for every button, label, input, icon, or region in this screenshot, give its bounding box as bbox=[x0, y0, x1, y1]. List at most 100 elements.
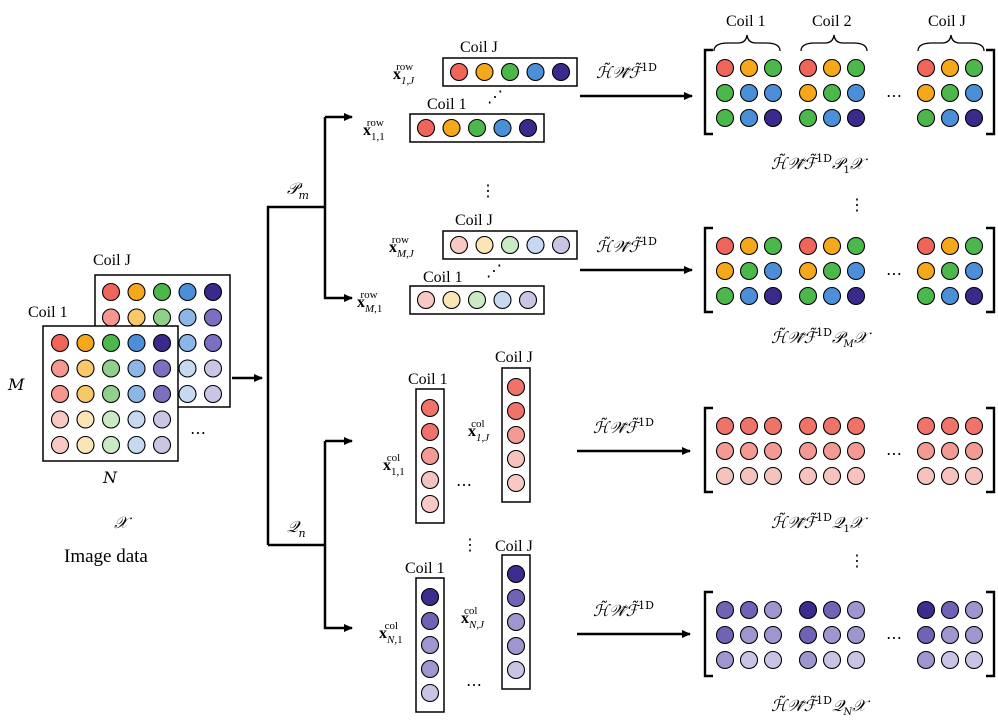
matrix-entry bbox=[739, 286, 759, 306]
coil-j-pixel bbox=[101, 308, 121, 327]
col-vector-entry bbox=[506, 660, 526, 680]
matrix-left-bracket bbox=[703, 48, 713, 136]
stack-coil-1-label: Coil 1 bbox=[28, 304, 68, 321]
matrix-entry bbox=[964, 261, 984, 281]
matrix-entry bbox=[715, 261, 735, 281]
col-vector-entry bbox=[420, 446, 440, 466]
coil-j-pixel bbox=[127, 282, 146, 302]
matrix-entry bbox=[964, 236, 984, 256]
coil-1-pixel bbox=[152, 435, 172, 455]
matrix-entry bbox=[715, 286, 735, 306]
matrix-entry bbox=[940, 600, 960, 620]
coil-j-pixel bbox=[101, 282, 121, 302]
matrix-left-bracket bbox=[703, 226, 713, 314]
matrix-entry bbox=[715, 625, 735, 645]
col-vector-entry bbox=[420, 470, 440, 490]
matrix-right-bracket bbox=[986, 406, 996, 494]
matrix-entry bbox=[763, 650, 783, 670]
coil-j-pixel bbox=[152, 308, 172, 327]
row-vector-entry bbox=[526, 235, 545, 255]
matrix-entry bbox=[798, 286, 818, 306]
x11-col-label: x1,1col bbox=[383, 452, 405, 478]
coil-j-pixel bbox=[203, 359, 223, 378]
op-label-4: ℋ̃𝒲̃ℱ̃1D bbox=[593, 599, 654, 620]
coil-j-pixel bbox=[178, 308, 197, 327]
col-vector-entry bbox=[506, 449, 526, 469]
matrix-entry bbox=[715, 83, 735, 103]
matrix-entry bbox=[739, 83, 759, 103]
matrix-entry bbox=[964, 625, 984, 645]
matrix-entry bbox=[798, 625, 818, 645]
x11-row-label: x1,1row bbox=[363, 117, 385, 143]
matrix-entry bbox=[846, 286, 866, 306]
coil-1-pixel bbox=[101, 384, 121, 404]
matrix-entry bbox=[715, 650, 735, 670]
out-coil-2: Coil 2 bbox=[812, 13, 852, 30]
row-vector-entry bbox=[475, 62, 494, 82]
col-bot-hdots: ⋯ bbox=[466, 677, 482, 694]
matrix-right-bracket bbox=[986, 48, 996, 136]
row-bot-coil-1: Coil 1 bbox=[423, 269, 463, 286]
matrix-entry bbox=[739, 650, 759, 670]
row-vector-entry bbox=[493, 290, 512, 310]
matrix-entry bbox=[940, 108, 960, 128]
row-vector-entry bbox=[442, 290, 461, 310]
col-vectors bbox=[415, 367, 531, 713]
row-vector-entry bbox=[500, 62, 520, 82]
matrix-entry bbox=[940, 286, 960, 306]
matrix-entry bbox=[798, 236, 818, 256]
branch-lines bbox=[232, 113, 353, 632]
coil-1-pixel bbox=[127, 410, 146, 429]
matrix-entry bbox=[822, 600, 842, 620]
matrix-entry bbox=[715, 108, 735, 128]
matrix-entry bbox=[964, 466, 984, 486]
matrix-entry bbox=[763, 108, 783, 128]
matrix-entry bbox=[846, 466, 866, 486]
coil-1-pixel bbox=[101, 435, 121, 455]
out-label-qn: ℋ̃𝒲̃ℱ̃1D𝒬N𝒳 bbox=[771, 694, 871, 718]
stack-ellipsis: ⋯ bbox=[190, 425, 206, 442]
matrix-entry bbox=[822, 416, 842, 436]
matrix-entry bbox=[940, 58, 960, 78]
coil-1-pixel bbox=[76, 435, 95, 455]
matrix-entry bbox=[916, 625, 936, 645]
col-vector-entry bbox=[420, 635, 440, 655]
coil-j-pixel bbox=[178, 333, 197, 353]
coil-j-pixel bbox=[178, 384, 197, 404]
row-vector-entry bbox=[493, 118, 512, 138]
matrix-ellipsis: ⋯ bbox=[886, 88, 902, 105]
out-label-p1: ℋ̃𝒲̃ℱ̃1D𝒫1𝒳 bbox=[771, 152, 869, 176]
coil-1-pixel bbox=[152, 410, 172, 429]
matrix-entry bbox=[916, 108, 936, 128]
stack-coil-j-label: Coil J bbox=[93, 252, 131, 269]
matrix-entry bbox=[763, 466, 783, 486]
matrix-entry bbox=[940, 261, 960, 281]
matrix-entry bbox=[940, 650, 960, 670]
row-vector-entry bbox=[467, 118, 487, 138]
matrix-entry bbox=[822, 261, 842, 281]
row-vector-entry bbox=[442, 118, 461, 138]
col-vector-entry bbox=[506, 636, 526, 656]
matrix-entry bbox=[798, 58, 818, 78]
matrix-entry bbox=[739, 416, 759, 436]
col-top-hdots: ⋯ bbox=[456, 477, 472, 494]
matrix-entry bbox=[715, 416, 735, 436]
coil-braces bbox=[713, 34, 985, 52]
row-vector-entry bbox=[475, 235, 494, 255]
col-top-coil-j: Coil J bbox=[495, 349, 533, 366]
coil-1-pixel bbox=[50, 435, 70, 455]
matrix-entry bbox=[964, 416, 984, 436]
row-top-coil-1: Coil 1 bbox=[427, 96, 467, 113]
row-vector-entry bbox=[518, 118, 538, 138]
out-vdots-col: ⋮ bbox=[849, 553, 865, 570]
col-vector-entry bbox=[420, 683, 440, 703]
col-vector-entry bbox=[506, 588, 526, 608]
coil-1-pixel bbox=[101, 333, 121, 353]
row-vector-entry bbox=[518, 290, 538, 310]
coil-1-pixel bbox=[50, 333, 70, 353]
matrix-entry bbox=[846, 108, 866, 128]
xMJ-row-label: xM,Jrow bbox=[389, 234, 415, 260]
matrix-entry bbox=[798, 108, 818, 128]
matrix-entry bbox=[964, 108, 984, 128]
